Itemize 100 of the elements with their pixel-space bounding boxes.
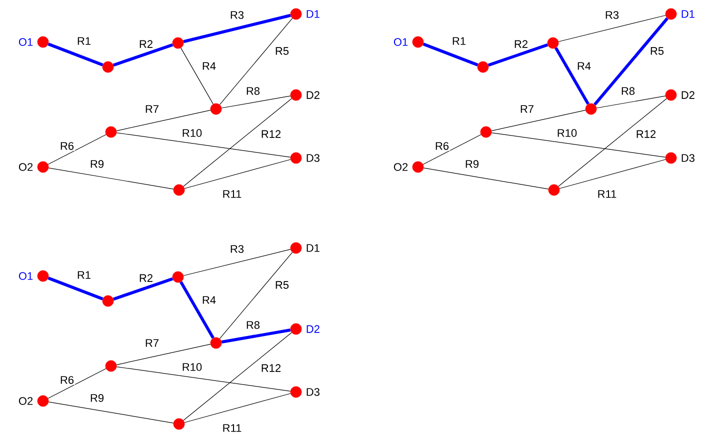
connector-line: [221, 328, 291, 344]
edge-label: R4: [200, 61, 218, 71]
edge-label: R3: [228, 10, 246, 20]
connector-line: [558, 15, 666, 42]
node-label: D2: [682, 91, 694, 99]
connector-line: [116, 110, 211, 132]
edge-label: R1: [76, 36, 92, 46]
edge-label: R10: [556, 128, 578, 138]
edge-label: R7: [144, 338, 160, 348]
connector-line: [184, 159, 291, 189]
connector-line: [183, 332, 292, 421]
edge-label: R10: [180, 128, 204, 138]
connector-line: [554, 47, 590, 105]
edge-label: R4: [200, 295, 218, 305]
connector-line: [219, 252, 293, 339]
node-label: D3: [306, 388, 320, 396]
network-node: [210, 103, 222, 115]
node-label: D2: [306, 325, 320, 333]
connector-line: [112, 43, 174, 67]
network-node: [172, 37, 184, 49]
network-node: [102, 295, 114, 307]
node-label: D1: [306, 244, 320, 252]
edge-label: R6: [434, 141, 450, 151]
network-node: [547, 37, 559, 49]
edge-label: R3: [604, 10, 620, 20]
connector-line: [491, 132, 666, 158]
edge-label: R8: [244, 86, 262, 96]
network-node: [480, 126, 492, 138]
edge-label: R2: [138, 39, 154, 49]
edge-label: R7: [144, 104, 160, 114]
connector-line: [219, 18, 293, 105]
connector-line: [596, 96, 666, 108]
edge-label: R7: [518, 104, 536, 114]
edge-label: R2: [512, 39, 530, 49]
edge-label: R12: [260, 363, 282, 373]
connector-line: [183, 249, 291, 276]
node-label: O2: [18, 397, 33, 405]
connector-line: [488, 43, 548, 67]
connector-line: [48, 368, 106, 399]
edge-label: R6: [58, 375, 76, 385]
network-node: [173, 418, 185, 430]
network-node: [210, 337, 222, 349]
edge-label: R9: [88, 159, 106, 169]
connector-line: [116, 366, 291, 392]
connector-line: [116, 132, 291, 158]
connector-line: [183, 14, 291, 44]
connector-line: [559, 159, 666, 189]
network-node: [105, 360, 117, 372]
connector-line: [491, 110, 586, 132]
edge-label: R11: [221, 189, 243, 199]
edge-label: R12: [260, 129, 282, 139]
connector-line: [422, 134, 482, 165]
connector-line: [594, 17, 668, 106]
connector-line: [112, 277, 174, 301]
edge-label: R9: [464, 159, 480, 169]
edge-label: R6: [58, 141, 76, 151]
edge-label: R11: [221, 423, 243, 433]
edge-label: R10: [180, 362, 204, 372]
network-node: [172, 271, 184, 283]
network-node: [105, 126, 117, 138]
node-label: D2: [306, 91, 320, 99]
connector-line: [183, 98, 292, 187]
connector-line: [221, 96, 291, 108]
edge-label: R12: [634, 129, 658, 139]
node-label: O1: [394, 38, 408, 46]
network-node: [585, 103, 597, 115]
network-node: [477, 61, 489, 73]
edge-label: R4: [576, 61, 592, 71]
edge-label: R11: [596, 189, 618, 199]
connector-line: [116, 344, 211, 366]
node-label: D1: [682, 10, 694, 18]
connector-line: [180, 281, 214, 339]
node-label: D1: [306, 10, 320, 18]
edge-label: R5: [274, 280, 290, 290]
network-node: [173, 184, 185, 196]
edge-label: R2: [138, 273, 154, 283]
edge-label: R3: [228, 244, 246, 254]
connector-line: [558, 98, 667, 187]
connector-line: [48, 42, 104, 66]
node-label: D3: [682, 154, 694, 162]
network-node: [102, 61, 114, 73]
node-label: D3: [306, 154, 320, 162]
network-node: [548, 184, 560, 196]
connector-line: [48, 276, 104, 300]
connector-line: [180, 48, 214, 104]
edge-label: R8: [620, 86, 636, 96]
connector-line: [48, 402, 174, 424]
connector-line: [48, 134, 106, 165]
connector-line: [423, 168, 549, 190]
connector-line: [422, 42, 478, 66]
edge-label: R9: [88, 393, 106, 403]
edge-label: R1: [76, 270, 92, 280]
connector-line: [48, 168, 174, 190]
node-label: O1: [18, 38, 33, 46]
connector-line: [184, 393, 291, 423]
node-label: O2: [394, 163, 408, 171]
edge-label: R5: [274, 46, 290, 56]
node-label: O1: [18, 272, 33, 280]
edge-label: R5: [648, 46, 666, 56]
node-label: O2: [18, 163, 33, 171]
